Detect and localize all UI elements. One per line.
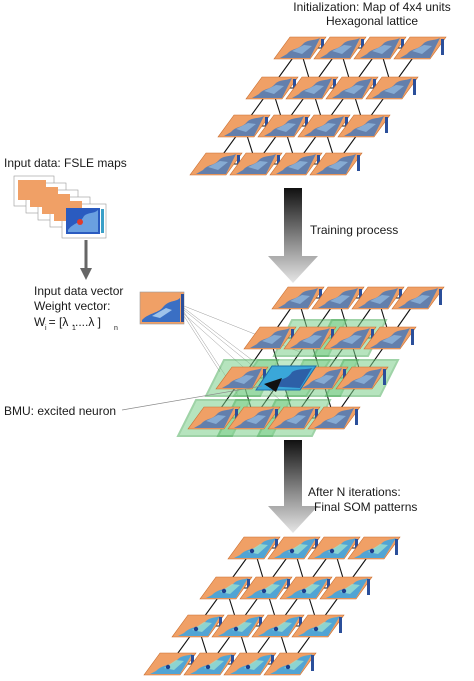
final-som-grid [143,536,401,676]
input-vector-line1: Input data vector [34,284,123,298]
training-map-grid [177,286,445,437]
bmu-label: BMU: excited neuron [4,404,116,418]
input-data-label: Input data: FSLE maps [4,156,127,170]
initial-map-grid [189,36,447,176]
training-label: Training process [310,223,398,237]
input-arrow-head [80,268,92,280]
weight-sub-i: i [45,325,47,332]
training-arrow [268,188,318,283]
bmu-pointer [121,385,263,411]
input-vector-map [139,291,185,325]
iterations-arrow [268,440,318,533]
bmu-tile [255,365,317,392]
after-iterations-line1: After N iterations: [308,485,401,499]
input-vector-line2: Weight vector: [34,299,110,313]
weight-formula: W = [λ .....λ ] [34,315,101,329]
weight-sub-1: 1 [72,325,76,332]
after-iterations-line2: Final SOM patterns [314,500,417,514]
input-map-stack [13,175,107,239]
init-title-line2: Hexagonal lattice [326,14,418,28]
init-title-line1: Initialization: Map of 4x4 units [293,0,450,14]
weight-sub-n: n [114,325,118,332]
